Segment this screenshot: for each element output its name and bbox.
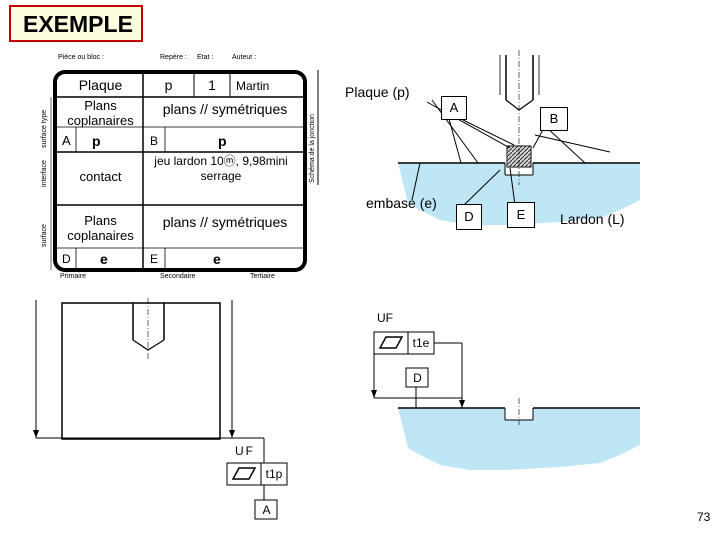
embase-tolerance-value: t1e: [412, 336, 430, 350]
auteur-value: Martin: [236, 79, 270, 93]
row3-target-piece: e: [213, 251, 221, 267]
side-label-surface-type: surface type: [41, 109, 48, 148]
plaque-tolerance-value: t1p: [265, 467, 283, 481]
repere-value: p: [164, 77, 173, 93]
face-a-box: A: [441, 96, 467, 120]
lardon-label: Lardon (L): [560, 211, 625, 227]
face-e-box: E: [507, 202, 535, 228]
header-piece: Pièce ou bloc :: [58, 54, 104, 61]
plaque-label: Plaque (p): [345, 84, 410, 100]
etat-value: 1: [208, 77, 216, 93]
footer-primaire: Primaire: [60, 273, 87, 280]
embase-tolerance-frame: [373, 331, 435, 388]
plaque-drawing: [33, 298, 265, 500]
face-b-box: B: [540, 107, 568, 131]
face-d-box: D: [456, 204, 482, 230]
piece-value: Plaque: [78, 77, 123, 93]
plaque-uf-label: UF: [235, 444, 255, 458]
row1-surface: Plans coplanaires: [67, 98, 134, 128]
row3-ref-letter: D: [62, 252, 71, 266]
row1-target-letter: B: [150, 134, 159, 148]
footer-secondaire: Secondaire: [160, 273, 196, 280]
row1-type: plans // symétriques: [162, 101, 288, 117]
side-label-surface: surface: [41, 224, 48, 247]
flatness-icon: [378, 336, 404, 349]
row1-ref-letter: A: [62, 133, 71, 148]
row3-ref-piece: e: [100, 251, 108, 267]
slide-title-box: EXEMPLE: [9, 5, 143, 42]
embase-label: embase (e): [366, 195, 437, 211]
row3-target-letter: E: [150, 252, 159, 266]
row3-type: plans // symétriques: [162, 214, 288, 230]
slide-title: EXEMPLE: [23, 11, 133, 37]
embase-drawing: [371, 342, 640, 470]
row1-target-piece: p: [218, 133, 227, 149]
page-number: 73: [697, 510, 711, 524]
plaque-datum: A: [262, 503, 271, 517]
header-auteur: Auteur :: [232, 54, 257, 61]
plaque-tolerance-frame: [226, 462, 288, 520]
right-vertical-label: Schéma de la jonction: [309, 114, 316, 183]
row2-surface: contact: [79, 169, 122, 184]
header-etat: Etat :: [197, 54, 214, 61]
row1-ref-piece: p: [92, 133, 101, 149]
row3-surface: Plans coplanaires: [67, 213, 134, 243]
row2-interface: jeu lardon 10ⓜ, 9,98mini serrage: [154, 154, 288, 183]
footer-tertiaire: Tertiaire: [250, 273, 275, 280]
embase-datum: D: [413, 371, 422, 385]
embase-uf-label: UF: [377, 311, 393, 325]
side-label-interface: interface: [41, 160, 48, 187]
flatness-icon: [231, 467, 257, 480]
jonction-table: [50, 70, 319, 272]
header-repere: Repère :: [160, 54, 187, 61]
